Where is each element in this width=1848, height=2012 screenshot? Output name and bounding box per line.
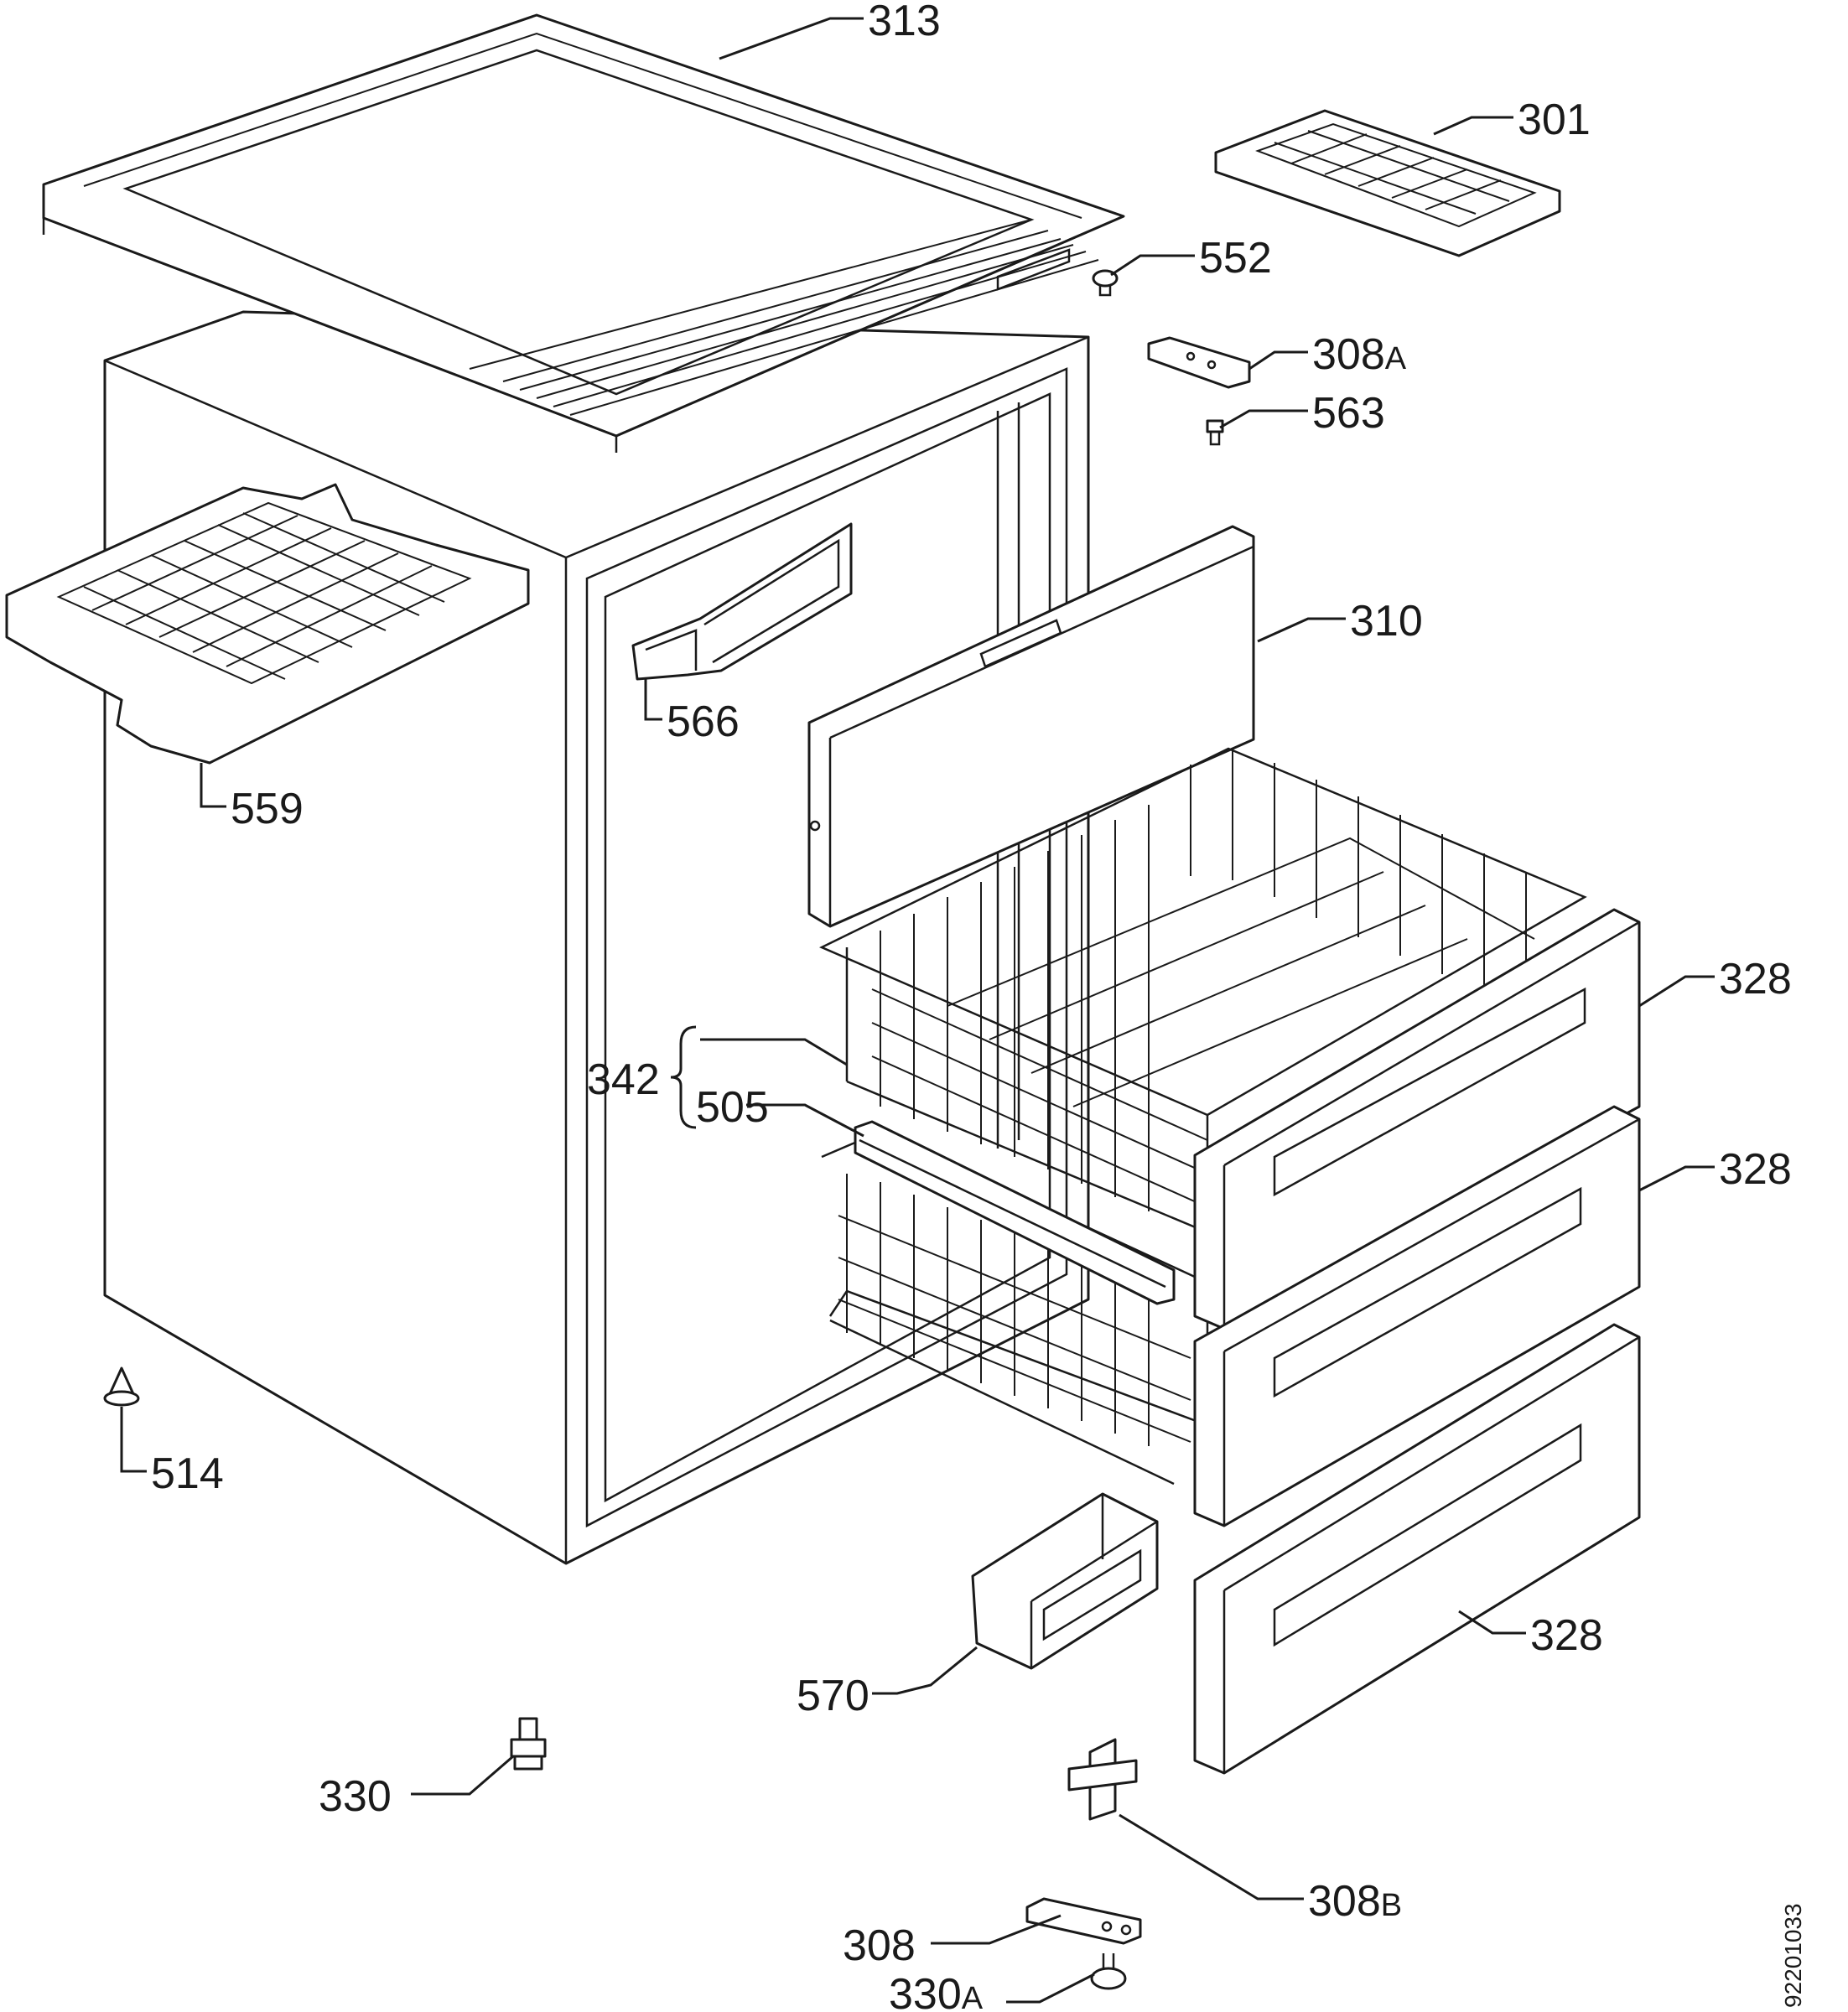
drawer-front-328-top — [1193, 908, 1641, 1330]
screw-563 — [1206, 419, 1224, 446]
label-330a: 330A — [889, 1970, 984, 2012]
ice-cube-tray-301 — [1214, 109, 1561, 257]
wire-basket-lower — [821, 1130, 1209, 1486]
box-570 — [971, 1492, 1159, 1670]
flap-310 — [807, 525, 1255, 928]
label-301: 301 — [1518, 96, 1591, 144]
label-313: 313 — [868, 0, 941, 45]
rail-505 — [854, 1120, 1176, 1305]
label-566: 566 — [667, 697, 740, 746]
part-labels: 313 301 552 308A 563 310 566 559 328 328… — [151, 0, 1792, 2012]
foot-514 — [103, 1366, 140, 1407]
leader-lines — [120, 17, 1715, 2004]
label-328-middle: 328 — [1719, 1145, 1792, 1194]
label-563: 563 — [1312, 389, 1385, 438]
label-308b: 308B — [1308, 1877, 1402, 1926]
label-308a: 308A — [1312, 330, 1407, 379]
hinge-308b — [1067, 1738, 1138, 1821]
label-310: 310 — [1350, 597, 1423, 646]
top-cover-313 — [42, 13, 1125, 453]
wire-basket-upper-342 — [819, 747, 1587, 1234]
label-570: 570 — [797, 1672, 869, 1720]
label-559: 559 — [231, 785, 304, 833]
label-328-bottom: 328 — [1530, 1611, 1603, 1660]
hinge-bracket-308a — [1147, 336, 1251, 389]
label-328-top: 328 — [1719, 955, 1792, 1003]
brace-342 — [670, 1025, 697, 1129]
label-514: 514 — [151, 1449, 224, 1498]
label-308: 308 — [843, 1921, 916, 1970]
label-330: 330 — [319, 1772, 392, 1821]
drawer-front-328-bottom — [1193, 1323, 1641, 1775]
document-number: 92201033 — [1780, 1903, 1806, 2008]
label-552: 552 — [1199, 234, 1272, 283]
latch-566 — [631, 522, 853, 681]
screw-330a — [1090, 1953, 1127, 1990]
label-505: 505 — [696, 1083, 769, 1132]
label-342: 342 — [587, 1055, 660, 1104]
hinge-plate-308 — [1025, 1897, 1142, 1945]
foot-screw-330 — [510, 1717, 547, 1771]
drawer-front-328-middle — [1193, 1105, 1641, 1527]
ice-shelf-559 — [5, 483, 530, 765]
